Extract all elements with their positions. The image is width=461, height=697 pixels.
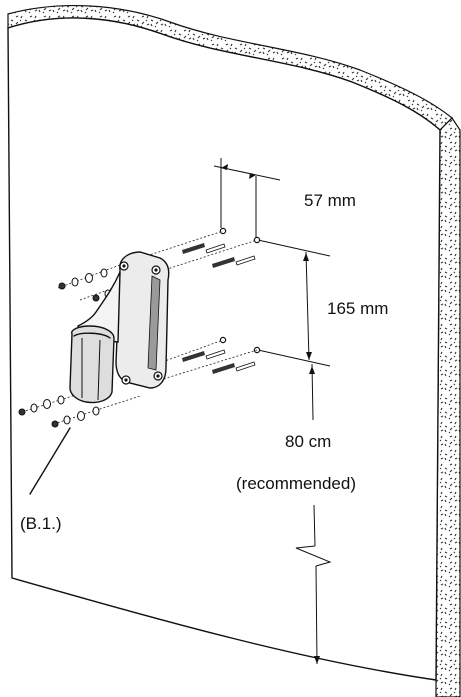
label-part-ref: (B.1.)	[20, 514, 62, 533]
dimension-165mm	[257, 239, 331, 367]
dimension-57mm	[213, 158, 281, 240]
label-165mm: 165 mm	[327, 299, 389, 318]
part-ref-leader	[29, 427, 71, 495]
label-recommended: (recommended)	[236, 474, 356, 493]
label-80cm: 80 cm	[285, 432, 332, 451]
wall-bracket	[69, 251, 170, 404]
label-57mm: 57 mm	[304, 191, 356, 210]
wall-face	[7, 17, 441, 681]
wall-anchors	[182, 243, 256, 374]
dimension-80cm	[295, 363, 332, 665]
